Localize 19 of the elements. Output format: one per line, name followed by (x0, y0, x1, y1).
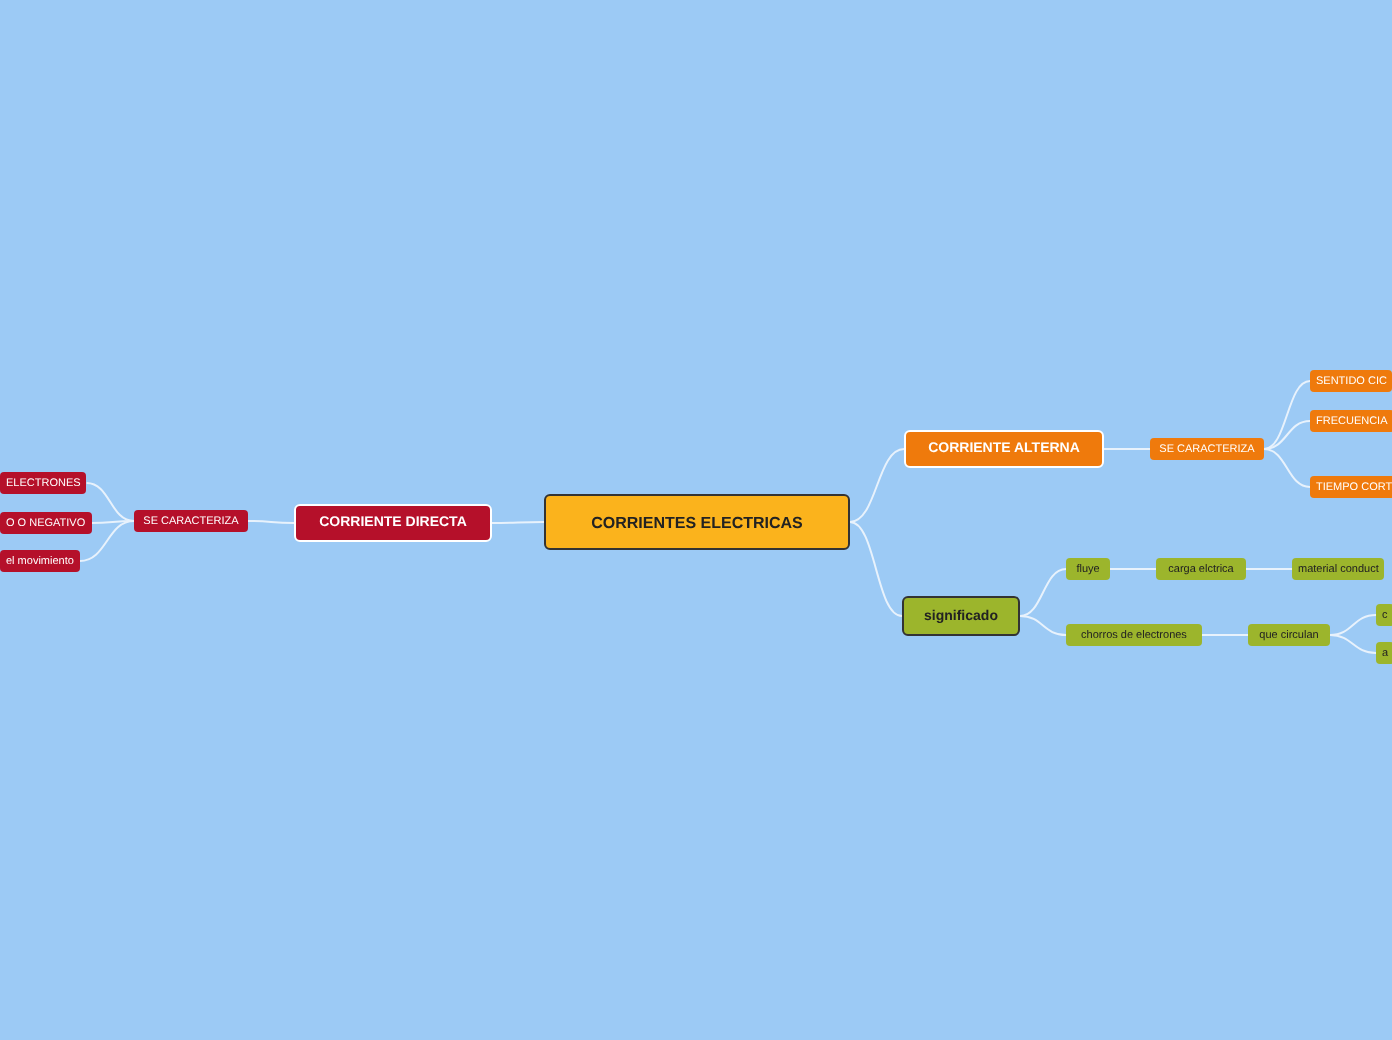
connector-line (1263, 420, 1311, 450)
connector-line (1201, 634, 1249, 636)
connector-line (90, 520, 135, 524)
connector-line (247, 520, 295, 524)
connector-line (1109, 568, 1157, 570)
connector-line (1329, 634, 1377, 654)
connector-line (85, 482, 135, 522)
connector-line (1263, 380, 1311, 450)
connector-line (1103, 448, 1151, 450)
connector-line (1329, 614, 1377, 636)
connector-line (78, 520, 135, 562)
connector-line (849, 521, 903, 617)
connector-line (1019, 615, 1067, 636)
connector-line (1263, 448, 1311, 488)
connector-line (1245, 568, 1293, 570)
connector-line (491, 521, 545, 524)
central-topic-box: CORRIENTES ELECTRICAS (544, 494, 850, 550)
connector-line (849, 448, 905, 523)
connector-line (1019, 568, 1067, 617)
